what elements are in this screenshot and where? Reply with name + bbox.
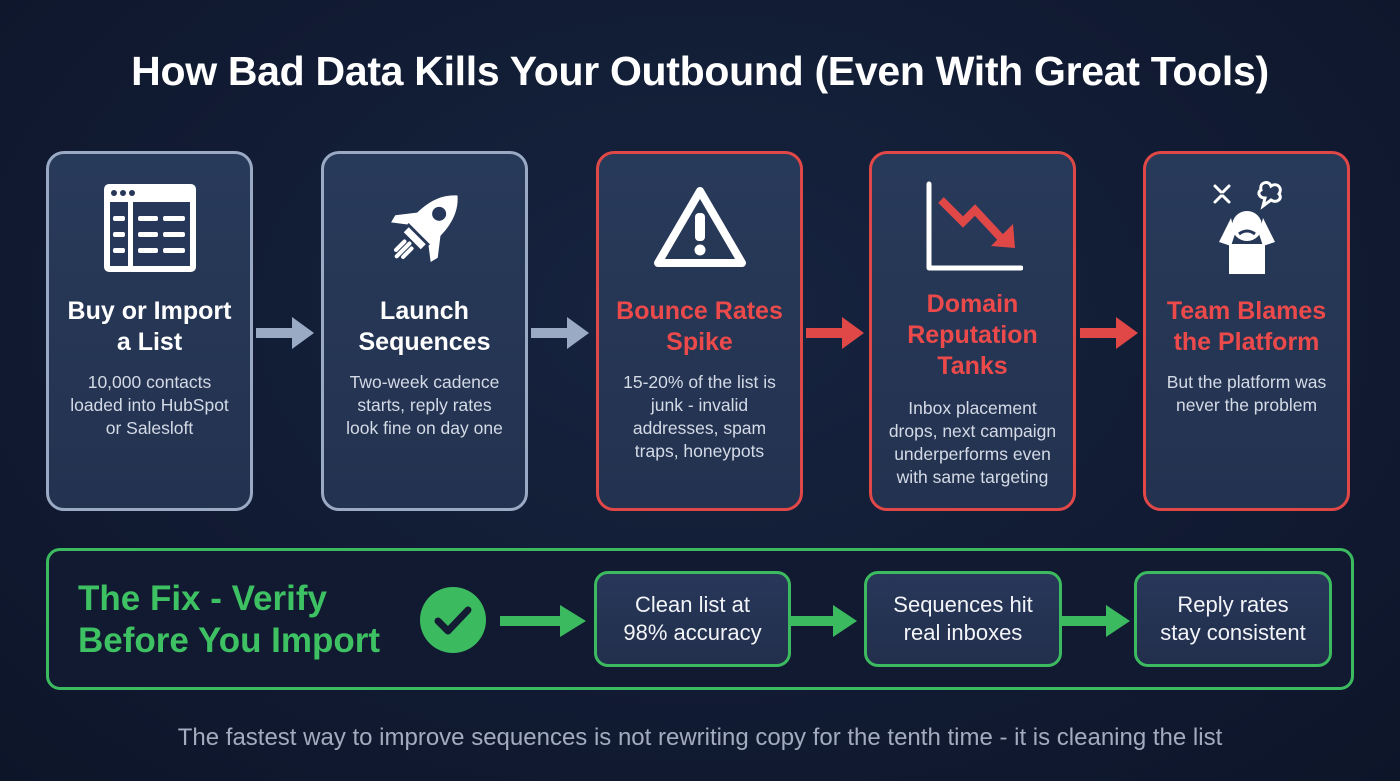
fix-title-line: The Fix - Verify xyxy=(78,579,327,618)
frustrated-person-icon xyxy=(1146,178,1347,278)
step-heading-line: Team Blames xyxy=(1166,297,1327,325)
step-card-bounce-rates-spike: Bounce Rates Spike 15-20% of the list is… xyxy=(596,151,803,511)
step-description-line: traps, honeypots xyxy=(634,441,765,461)
step-heading-line: Reputation xyxy=(907,321,1038,349)
step-description-line: addresses, spam xyxy=(632,418,767,438)
step-description-line: drops, next campaign xyxy=(888,421,1057,441)
spreadsheet-list-icon xyxy=(49,178,250,278)
footer-tagline: The fastest way to improve sequences is … xyxy=(177,724,1223,751)
step-description-line: with same targeting xyxy=(896,467,1049,487)
step-description-line: junk - invalid xyxy=(650,395,749,415)
step-description-line: look fine on day one xyxy=(346,418,503,438)
step-description-line: underperforms even xyxy=(894,444,1051,464)
step-card-domain-reputation-tanks: Domain Reputation Tanks Inbox placement … xyxy=(869,151,1076,511)
fix-step-line: 98% accuracy xyxy=(623,620,762,645)
fix-step-line: Sequences hit xyxy=(893,592,1033,617)
step-heading-line: Bounce Rates xyxy=(616,297,783,325)
step-heading-line: Launch xyxy=(380,297,469,325)
fix-title: The Fix - Verify Before You Import xyxy=(78,578,380,662)
arrow-right-icon xyxy=(256,317,314,349)
fix-step-sequences-hit-inboxes: Sequences hit real inboxes xyxy=(864,571,1062,667)
page-title: How Bad Data Kills Your Outbound (Even W… xyxy=(131,48,1269,94)
fix-step-clean-list: Clean list at 98% accuracy xyxy=(594,571,791,667)
step-description-line: Two-week cadence xyxy=(349,372,500,392)
step-heading-line: a List xyxy=(116,328,183,356)
step-description: 10,000 contacts loaded into HubSpot or S… xyxy=(57,371,242,440)
step-heading-line: Buy or Import xyxy=(67,297,232,325)
step-heading-line: Tanks xyxy=(937,352,1008,380)
step-heading: Bounce Rates Spike xyxy=(599,296,800,358)
step-description: Inbox placement drops, next campaign und… xyxy=(880,397,1065,489)
arrow-right-icon xyxy=(806,317,864,349)
step-heading: Buy or Import a List xyxy=(49,296,250,358)
fix-step-line: real inboxes xyxy=(903,620,1023,645)
step-card-team-blames-platform: Team Blames the Platform But the platfor… xyxy=(1143,151,1350,511)
step-heading-line: Sequences xyxy=(358,328,491,356)
fix-step-line: Clean list at xyxy=(635,592,750,617)
step-description-line: 10,000 contacts xyxy=(87,372,212,392)
step-description-line: or Salesloft xyxy=(105,418,194,438)
arrow-right-icon xyxy=(1080,317,1138,349)
step-description-line: But the platform was xyxy=(1166,372,1327,392)
arrow-right-icon xyxy=(531,317,589,349)
declining-chart-icon xyxy=(872,178,1073,278)
step-description-line: starts, reply rates xyxy=(357,395,492,415)
step-heading-line: Domain xyxy=(926,290,1019,318)
step-heading: Launch Sequences xyxy=(324,296,525,358)
arrow-right-icon xyxy=(791,605,857,637)
step-description-line: loaded into HubSpot xyxy=(70,395,229,415)
arrow-right-icon xyxy=(1062,605,1130,637)
check-circle-icon xyxy=(420,587,486,653)
step-heading: Domain Reputation Tanks xyxy=(872,289,1073,382)
warning-triangle-icon xyxy=(599,178,800,278)
fix-step-reply-rates-consistent: Reply rates stay consistent xyxy=(1134,571,1332,667)
step-description: But the platform was never the problem xyxy=(1154,371,1339,417)
arrow-right-icon xyxy=(500,605,586,637)
step-description: 15-20% of the list is junk - invalid add… xyxy=(607,371,792,463)
step-description-line: Inbox placement xyxy=(908,398,1037,418)
step-heading-line: Spike xyxy=(666,328,733,356)
rocket-icon xyxy=(324,178,525,278)
step-card-buy-import-list: Buy or Import a List 10,000 contacts loa… xyxy=(46,151,253,511)
step-description-line: never the problem xyxy=(1175,395,1318,415)
step-heading: Team Blames the Platform xyxy=(1146,296,1347,358)
step-description-line: 15-20% of the list is xyxy=(623,372,776,392)
step-heading-line: the Platform xyxy=(1173,328,1320,356)
step-card-launch-sequences: Launch Sequences Two-week cadence starts… xyxy=(321,151,528,511)
fix-step-line: stay consistent xyxy=(1160,620,1306,645)
fix-title-line: Before You Import xyxy=(78,621,381,660)
step-description: Two-week cadence starts, reply rates loo… xyxy=(332,371,517,440)
fix-step-line: Reply rates xyxy=(1177,592,1289,617)
